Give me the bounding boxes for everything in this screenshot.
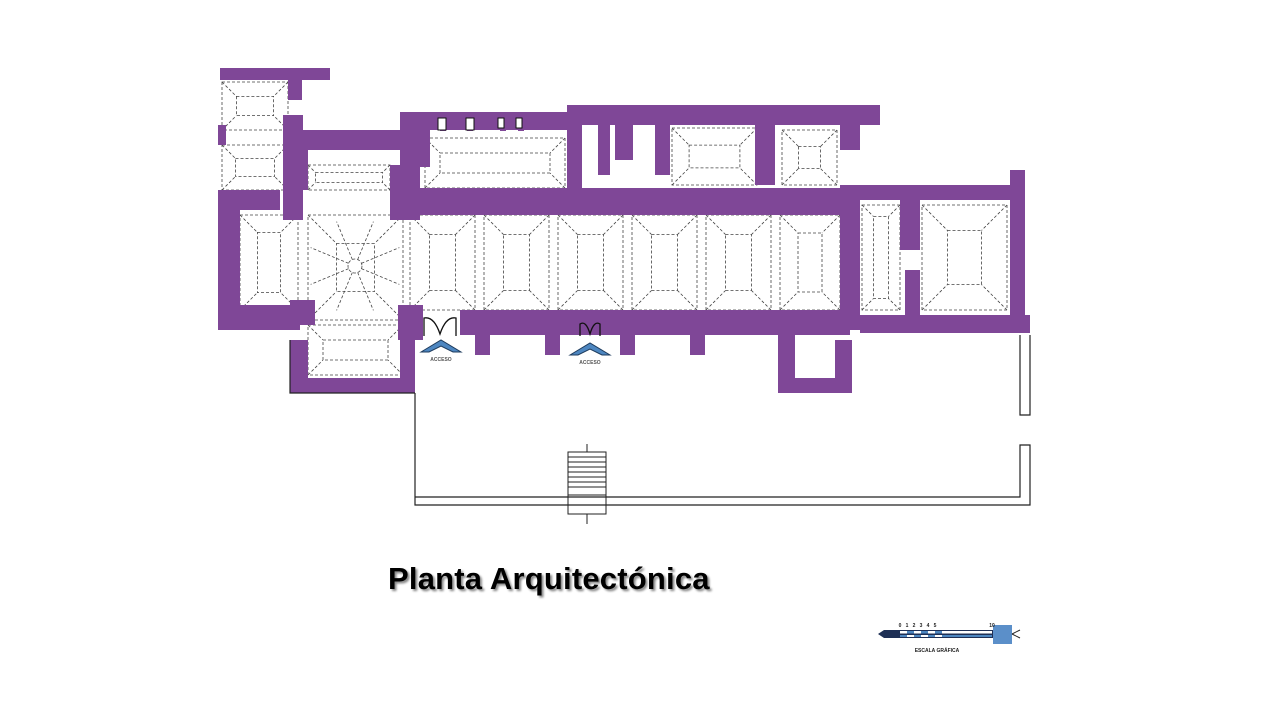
vault-bay xyxy=(307,214,404,321)
scale-tick-label: 2 xyxy=(913,623,916,629)
wall-segment xyxy=(218,190,240,330)
wall-segment xyxy=(755,125,775,185)
wall-segment xyxy=(778,330,795,393)
wall-segment xyxy=(290,300,315,325)
wall-segment xyxy=(290,150,308,190)
window xyxy=(437,117,447,131)
wall-segment xyxy=(965,315,980,333)
vault-bay xyxy=(221,81,289,131)
vault-bay xyxy=(239,214,299,311)
wall-segment xyxy=(220,68,330,80)
window xyxy=(497,117,505,129)
vault-bay xyxy=(781,129,838,186)
vault-bay xyxy=(307,164,391,191)
vault-bay xyxy=(779,214,841,311)
wall-segment xyxy=(690,335,705,355)
wall-segment xyxy=(615,125,633,160)
courtyard-outline xyxy=(289,335,1031,506)
wall-segment xyxy=(1010,170,1025,330)
vault-bay xyxy=(631,214,698,311)
stairs xyxy=(567,444,607,524)
vault-bay xyxy=(483,214,550,311)
wall-segment xyxy=(475,335,490,355)
vault-bay xyxy=(424,137,566,189)
vault-bay xyxy=(307,324,404,376)
vault-bay xyxy=(861,204,901,311)
scale-tick-label: 5 xyxy=(934,623,937,629)
wall-segment xyxy=(620,335,635,355)
scale-tick-label: 0 xyxy=(899,623,902,629)
window xyxy=(465,117,475,131)
wall-segment xyxy=(218,305,300,330)
wall-segment xyxy=(400,188,860,215)
walls xyxy=(218,68,1030,393)
wall-segment xyxy=(860,185,1025,200)
vault-bay xyxy=(705,214,772,311)
wall-segment xyxy=(900,200,920,250)
wall-segment xyxy=(545,335,560,355)
wall-segment xyxy=(567,105,880,125)
wall-segment xyxy=(905,270,920,330)
scale-tick-label: 10 xyxy=(989,623,995,629)
wall-segment xyxy=(398,305,423,340)
wall-segment xyxy=(567,125,582,190)
page-title: Planta Arquitectónica xyxy=(388,561,710,596)
wall-segment xyxy=(300,130,405,150)
dome xyxy=(310,221,400,311)
vault-bay xyxy=(221,144,289,191)
vault-bay xyxy=(409,214,476,311)
scale-label: ESCALA GRÁFICA xyxy=(915,647,960,654)
wall-segment xyxy=(598,125,610,175)
wall-segment xyxy=(288,80,302,100)
access-label: ACCESO xyxy=(579,360,601,366)
wall-segment xyxy=(403,112,568,130)
vault-bay xyxy=(557,214,624,311)
scale-tick-label: 4 xyxy=(927,623,930,629)
wall-segment xyxy=(840,125,860,150)
wall-segment xyxy=(240,190,280,210)
vault-bay xyxy=(921,204,1008,311)
scale-tick-label: 1 xyxy=(906,623,909,629)
vault-bay xyxy=(671,127,758,186)
window xyxy=(515,117,523,129)
access-label: ACCESO xyxy=(430,357,452,363)
doors xyxy=(423,317,601,337)
wall-segment xyxy=(290,378,415,393)
wall-segment xyxy=(778,378,852,393)
wall-segment xyxy=(940,315,955,333)
wall-segment xyxy=(655,125,670,175)
wall-segment xyxy=(218,125,226,145)
access-marker-1: ACCESO xyxy=(419,339,463,363)
scale-tick-label: 3 xyxy=(920,623,923,629)
access-marker-2: ACCESO xyxy=(568,342,612,366)
wall-segment xyxy=(840,185,860,330)
